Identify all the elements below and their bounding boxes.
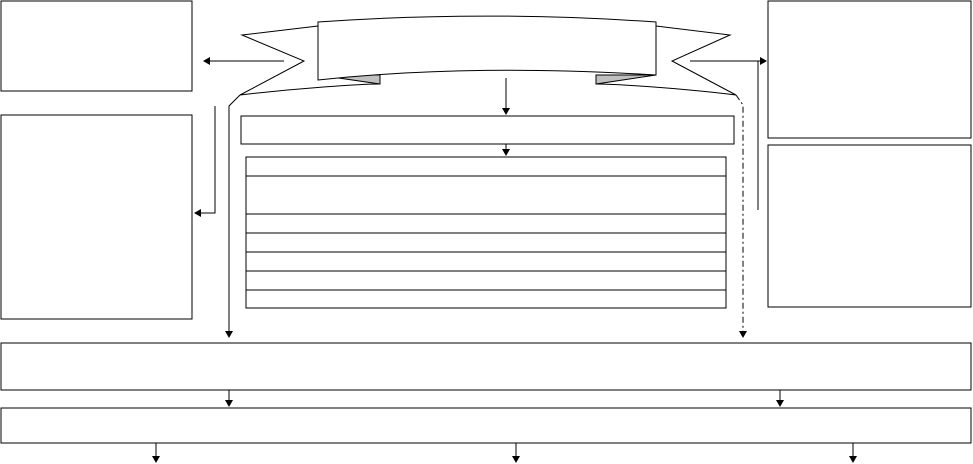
arrowhead-top-right-box xyxy=(760,57,767,65)
title-ribbon xyxy=(239,15,737,96)
arrowhead-table xyxy=(502,149,510,156)
connector-right-dashdot xyxy=(735,94,744,332)
top-right-box xyxy=(767,0,972,139)
center-table xyxy=(245,156,727,309)
bottom-box xyxy=(0,407,972,444)
top-left-box xyxy=(0,0,193,92)
arrowhead-left-box xyxy=(194,209,201,217)
left-box xyxy=(0,114,193,320)
bottom-wide-box xyxy=(0,342,972,391)
center-header-box xyxy=(240,115,735,145)
connector-left-tail-down xyxy=(228,94,241,332)
arrowhead-top-left-box xyxy=(203,57,210,65)
arrowhead-bottom-box-right xyxy=(776,400,784,407)
ribbon-main xyxy=(317,15,657,81)
arrowhead-bottom-box-left xyxy=(225,400,233,407)
connector-right-vertical xyxy=(690,60,759,210)
arrowhead-bottom-wide-left xyxy=(225,331,233,338)
connector-to-left-box xyxy=(199,106,216,214)
ribbon-right-fold xyxy=(595,74,657,85)
arrowhead-header xyxy=(502,108,510,115)
arrowhead-out-1 xyxy=(152,456,160,463)
arrowhead-out-3 xyxy=(849,456,857,463)
arrowhead-out-2 xyxy=(512,456,520,463)
right-box xyxy=(767,144,972,308)
arrowhead-bottom-wide-right xyxy=(739,331,747,338)
